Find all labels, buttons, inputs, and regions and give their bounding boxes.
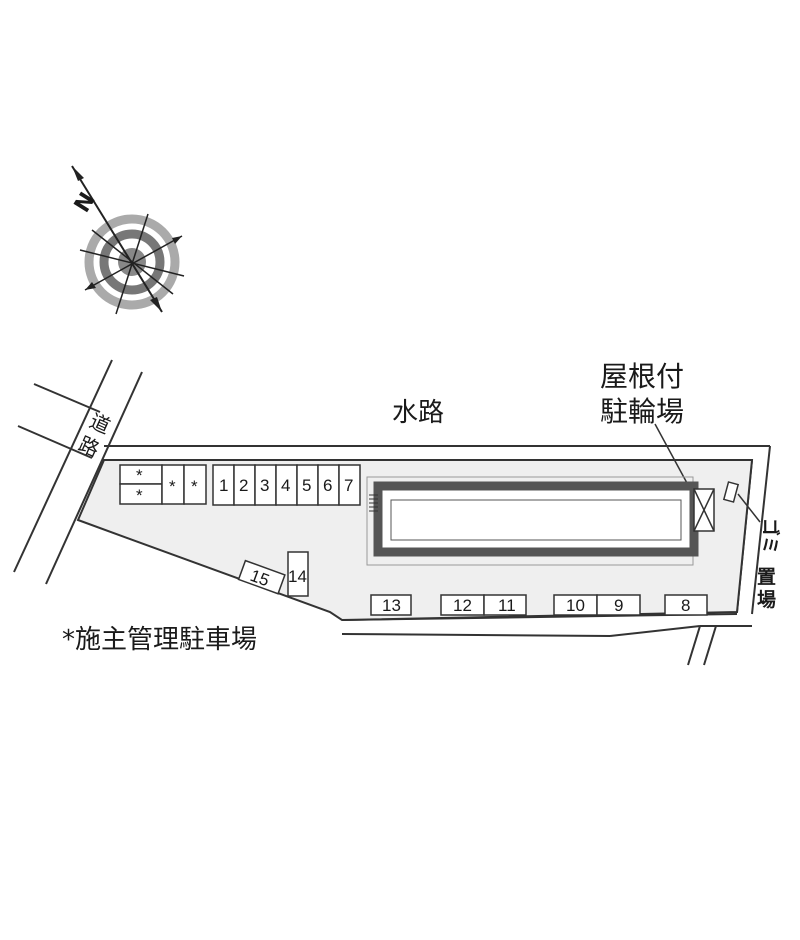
- stairs-icon: [369, 494, 378, 512]
- bike-parking-label-line1: 屋根付: [600, 360, 684, 393]
- compass-icon: N: [70, 165, 185, 315]
- parking-space-number: 4: [281, 476, 290, 495]
- parking-space-number: 1: [219, 476, 228, 495]
- owner-parking-spaces: * * * *: [119, 464, 207, 505]
- garbage-leader-line: [737, 493, 761, 523]
- parking-spaces-1-7: 1 2 3 4 5 6 7: [212, 464, 361, 506]
- garbage-label-char3: 場: [757, 589, 776, 611]
- parking-space-number: 9: [614, 596, 623, 615]
- parking-space-number: 2: [239, 476, 248, 495]
- parking-spaces-8-13: 13 12 11 10 9 8: [370, 594, 708, 616]
- parking-space-number: 8: [681, 596, 690, 615]
- parking-space-number: 11: [498, 596, 516, 615]
- parking-space-number: 7: [344, 476, 353, 495]
- owner-parking-note: *施主管理駐車場: [62, 625, 257, 655]
- waterway-label: 水路: [392, 398, 444, 428]
- building-inner: [390, 499, 682, 541]
- garbage-label-char2: 置: [757, 566, 776, 588]
- parking-space-number: 5: [302, 476, 311, 495]
- garbage-box: [722, 481, 740, 503]
- parking-space-number: 13: [382, 596, 401, 615]
- parking-space-number: 12: [453, 596, 472, 615]
- compass-north-label: N: [70, 188, 101, 217]
- owner-space-mark: *: [191, 477, 198, 496]
- bike-shelter: [693, 488, 715, 532]
- parking-space-number: 6: [323, 476, 332, 495]
- owner-space-mark: *: [136, 486, 143, 505]
- owner-space-mark: *: [169, 477, 176, 496]
- parking-space-number: 14: [288, 567, 307, 586]
- bike-parking-label-line2: 駐輪場: [600, 395, 684, 428]
- parking-spaces-14-15: 14 15: [237, 551, 309, 597]
- parking-space-number: 3: [260, 476, 269, 495]
- owner-space-mark: *: [136, 466, 143, 485]
- road: [13, 359, 143, 585]
- garbage-label-line1: ゴミ: [759, 518, 781, 554]
- parking-space-number: 10: [566, 596, 585, 615]
